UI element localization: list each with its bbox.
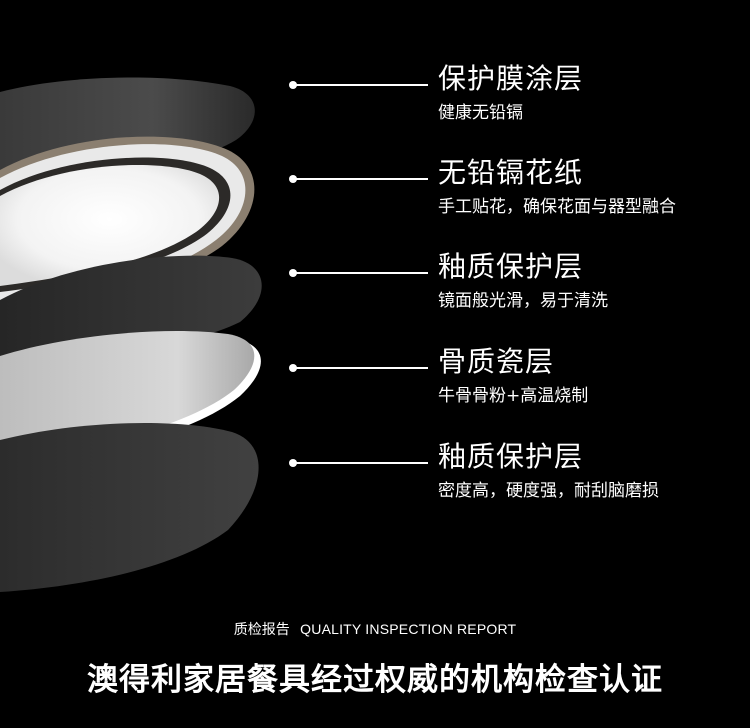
layer-description: 镜面般光滑，易于清洗 — [438, 291, 608, 311]
connector-line — [290, 178, 428, 180]
layer-title: 骨质瓷层 — [438, 345, 555, 378]
connector-dot-icon — [289, 459, 297, 467]
headline-band — [0, 648, 750, 728]
layer-description: 手工贴花，确保花面与器型融合 — [438, 197, 676, 217]
connector-line — [290, 367, 428, 369]
connector-dot-icon — [289, 81, 297, 89]
layer-title: 釉质保护层 — [438, 250, 584, 283]
caption-chinese: 质检报告 — [233, 622, 290, 638]
connector-dot-icon — [289, 364, 297, 372]
layer-description: 牛骨骨粉+高温烧制 — [438, 386, 589, 406]
glaze-layer-lower — [0, 422, 259, 592]
layer-title: 釉质保护层 — [438, 440, 584, 473]
connector-line — [290, 84, 428, 86]
layer-title: 无铅镉花纸 — [438, 156, 584, 189]
certification-headline: 澳得利家居餐具经过权威的机构检查认证 — [87, 662, 663, 698]
caption-english: QUALITY INSPECTION REPORT — [300, 621, 517, 637]
quality-report-caption: 质检报告 QUALITY INSPECTION REPORT — [0, 620, 750, 639]
layer-description: 健康无铅镉 — [438, 103, 523, 123]
connector-line — [290, 272, 428, 274]
connector-dot-icon — [289, 269, 297, 277]
layer-description: 密度高，硬度强，耐刮脑磨损 — [438, 481, 659, 501]
layer-title: 保护膜涂层 — [438, 62, 584, 95]
connector-dot-icon — [289, 175, 297, 183]
connector-line — [290, 462, 428, 464]
